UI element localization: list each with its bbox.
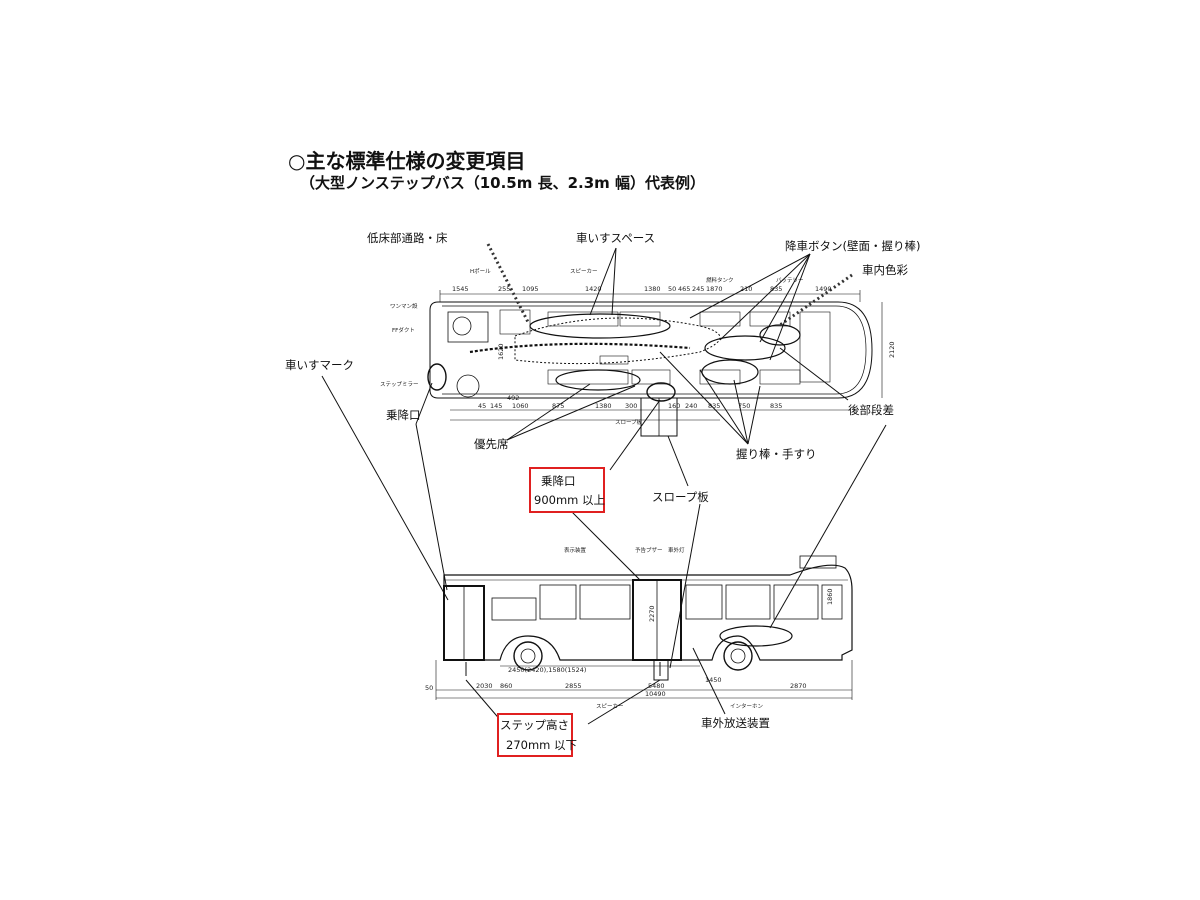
side-dim-bottom: 2870 [790, 682, 807, 690]
plan-dim-side-b: 492 [507, 394, 519, 402]
plan-dim-bottom: 240 [685, 402, 697, 410]
plan-dim-top: 465 [678, 285, 690, 293]
plan-dim-bottom: 835 [708, 402, 720, 410]
callout-door-value: 900mm 以上 [534, 493, 605, 507]
plan-dim-bottom: 45 [478, 402, 486, 410]
page-title: ○主な標準仕様の変更項目 [288, 149, 526, 173]
plan-dim-bottom: 300 [625, 402, 637, 410]
plan-dim-bottom: 750 [738, 402, 750, 410]
side-dim-bottom: 2855 [565, 682, 582, 690]
exterior-light-label: 車外灯 [668, 546, 685, 554]
plan-dim-width: 2120 [888, 341, 896, 358]
plan-dim-top: 1420 [585, 285, 602, 293]
step-mirror-label: ステップミラー [380, 381, 419, 388]
label-stop-button: 降車ボタン(壁面・握り棒) [785, 239, 920, 253]
fuel-tank-label: 燃料タンク [706, 276, 734, 284]
plan-dim-top: 1380 [644, 285, 661, 293]
plan-dim-top: 1545 [452, 285, 469, 293]
side-dim-bottom: 860 [500, 682, 512, 690]
battery-label: バッテリー [776, 277, 804, 284]
h-pole-label: Hポール [470, 268, 491, 275]
label-slope-board: スロープ板 [652, 490, 709, 504]
side-dim-left: 50 [425, 684, 433, 692]
callout-box-door [529, 467, 605, 513]
plan-dim-top: 1870 [706, 285, 723, 293]
plan-dim-bottom: 835 [770, 402, 782, 410]
step-height-arrows [465, 662, 661, 676]
plan-dim-bottom: 1060 [512, 402, 529, 410]
label-low-floor: 低床部通路・床 [367, 231, 448, 245]
callout-door-title: 乗降口 [541, 474, 576, 488]
plan-dim-bottom: 1380 [595, 402, 612, 410]
side-dim-rear-height: 1860 [826, 588, 834, 605]
bus-plan-view [427, 290, 883, 437]
plan-dim-top: 1095 [522, 285, 539, 293]
speaker-small-label: スピーカー [570, 268, 598, 275]
wanman-label: ワンマン設 [390, 302, 418, 310]
dest-sign-label: 表示装置 [564, 546, 587, 554]
plan-dim-top: 835 [770, 285, 782, 293]
side-speaker-label: スピーカー [596, 703, 624, 710]
callout-step-height: ステップ高さ 270mm 以下 [497, 713, 577, 757]
side-dimensions: 860 2855 5480 1450 2870 10490 2030 50 22… [425, 546, 834, 710]
label-exterior-speaker: 車外放送装置 [701, 716, 770, 730]
main-labels: 低床部通路・床 車いすスペース 降車ボタン(壁面・握り棒) 車内色彩 車いすマー… [285, 231, 920, 730]
plan-dim-top: 1490 [815, 285, 832, 293]
plan-dim-top: 50 [668, 285, 676, 293]
side-dim-overall: 10490 [645, 690, 666, 698]
side-dim-bottom: 1450 [705, 676, 722, 684]
leader-lines [321, 247, 887, 725]
side-dim-bottom: 5480 [648, 682, 665, 690]
side-dim-ref: 2450(2420),1580(1524) [508, 666, 586, 674]
label-priority-seat: 優先席 [474, 437, 509, 451]
plan-dimensions: 1545 255 1095 1420 1380 50 465 245 1870 … [452, 285, 896, 410]
page-subtitle: （大型ノンステップバス（10.5m 長、2.3m 幅）代表例） [300, 174, 705, 192]
label-wheelchair-space: 車いすスペース [576, 231, 655, 245]
callout-step-title: ステップ高さ [500, 718, 569, 732]
ff-duct-label: FFダクト [392, 326, 415, 334]
interphone-label: インターホン [730, 702, 764, 710]
plan-small-labels: Hポール ワンマン設 FFダクト ステップミラー スロープ板 スピーカー バッテ… [380, 268, 804, 426]
buzzer-label: 予告ブザー [635, 546, 663, 554]
callout-door-width: 乗降口 900mm 以上 [529, 467, 605, 513]
plan-dim-top: 245 [692, 285, 704, 293]
plan-dim-top: 255 [498, 285, 510, 293]
label-wheelchair-mark: 車いすマーク [285, 358, 354, 372]
plan-dim-top: 210 [740, 285, 752, 293]
plan-dim-side-a: 1620 [497, 343, 505, 360]
label-entrance: 乗降口 [386, 408, 421, 422]
plan-dim-bottom: 145 [490, 402, 502, 410]
plan-dim-bottom: 160 [668, 402, 680, 410]
label-interior-color: 車内色彩 [862, 263, 908, 277]
label-handrail: 握り棒・手すり [736, 447, 817, 461]
side-dim-front: 2030 [476, 682, 493, 690]
bus-side-view [435, 555, 853, 700]
callout-step-value: 270mm 以下 [506, 738, 577, 752]
label-rear-step: 後部段差 [848, 403, 894, 417]
slope-small-label: スロープ板 [615, 418, 643, 426]
callout-box-step [497, 713, 573, 757]
side-dim-door-height: 2270 [648, 605, 656, 622]
